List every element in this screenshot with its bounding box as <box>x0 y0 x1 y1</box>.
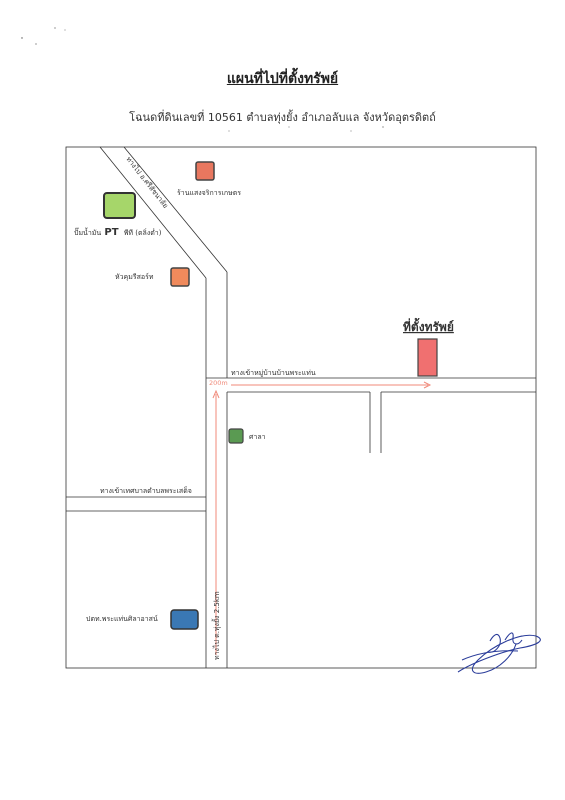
scan-specks <box>21 27 384 132</box>
village-road <box>206 377 536 393</box>
route-arrow-head-right <box>423 381 432 389</box>
property-marker <box>417 338 438 377</box>
route-arrow-head-up <box>212 389 220 399</box>
shop-marker <box>195 161 215 181</box>
page-subtitle: โฉนดที่ดินเลขที่ 10561 ตำบลทุ่งยั้ง อำเภ… <box>129 111 436 124</box>
page-title: แผนที่ไปที่ตั้งทรัพย์ <box>226 71 339 87</box>
municipality-road <box>66 496 206 512</box>
property-label: ที่ตั้งทรัพย์ <box>403 317 454 334</box>
side-lane <box>369 392 382 453</box>
shop-label: ร้านแสงจริการเกษตร <box>177 189 241 197</box>
diagonal-road <box>99 146 228 279</box>
market-marker <box>170 267 190 287</box>
map-frame <box>65 146 537 669</box>
main-road <box>205 272 228 668</box>
school-label: ปตท.พระแท่นศิลาอาสน์ <box>86 615 158 623</box>
sala-label: ศาลา <box>249 433 266 441</box>
pt-station-marker <box>103 192 136 219</box>
pt-station-label-suffix: พีที (ตลิ่งต่ำ) <box>124 228 162 237</box>
municipality-road-label: ทางเข้าเทศบาลตำบลพระเสด็จ <box>100 486 192 495</box>
pt-station-label-brand: PT <box>104 227 118 238</box>
signature <box>457 632 541 674</box>
route-arrows <box>212 381 432 655</box>
pt-station-label-prefix: ปั๊มน้ำมัน <box>74 226 101 237</box>
distance-label: 200m <box>209 379 228 387</box>
village-road-label: ทางเข้าหมู่บ้านบ้านพระแท่น <box>231 369 316 377</box>
school-marker <box>170 609 199 630</box>
pt-station-label: ปั๊มน้ำมัน PT พีที (ตลิ่งต่ำ) <box>74 226 162 238</box>
main-road-label: ทางไป ต.ทุ่งยั้ง 2.5km <box>210 591 221 660</box>
market-label: หัวคุมรีสอร์ท <box>115 273 154 281</box>
sala-marker <box>228 428 244 444</box>
